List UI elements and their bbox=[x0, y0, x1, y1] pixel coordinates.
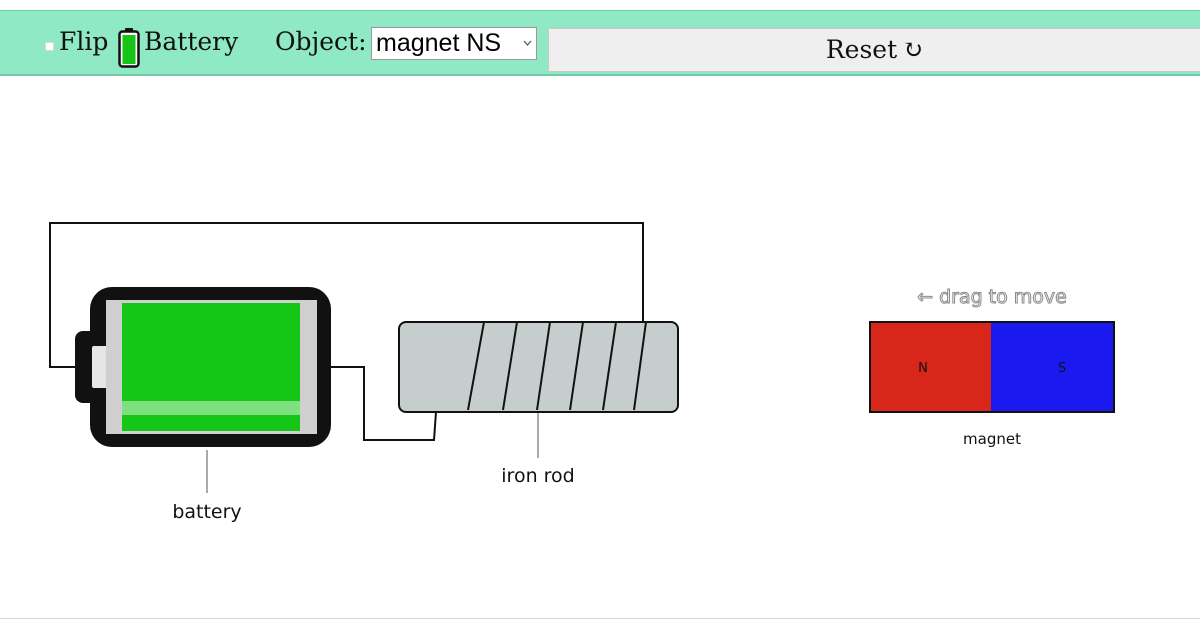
magnet-north-label: N bbox=[918, 361, 928, 376]
object-select-value: magnet NS bbox=[376, 29, 502, 57]
magnet-south-label: S bbox=[1058, 361, 1066, 376]
bottom-divider bbox=[0, 618, 1200, 619]
magnet[interactable]: N S bbox=[869, 321, 1115, 413]
flip-checkbox[interactable] bbox=[45, 42, 54, 51]
battery-icon bbox=[118, 28, 140, 68]
object-select[interactable]: magnet NS bbox=[371, 27, 537, 60]
wire-bottom bbox=[330, 366, 437, 441]
magnet-label: magnet bbox=[963, 430, 1021, 448]
reset-icon: ↻ bbox=[902, 35, 924, 64]
rod-label: iron rod bbox=[501, 465, 574, 487]
chevron-down-icon bbox=[523, 40, 532, 46]
battery-label: battery bbox=[172, 501, 241, 523]
iron-rod[interactable] bbox=[398, 321, 679, 413]
reset-button[interactable]: Reset ↻ bbox=[548, 28, 1200, 72]
reset-label: Reset bbox=[825, 35, 898, 64]
toolbar: Flip Battery Object: magnet NS Reset ↻ bbox=[0, 10, 1200, 76]
wire-top bbox=[49, 222, 644, 368]
object-label: Object: bbox=[275, 27, 367, 56]
flip-label[interactable]: Flip bbox=[59, 27, 109, 56]
battery-toggle-label[interactable]: Battery bbox=[144, 27, 239, 56]
drag-hint: ← drag to move bbox=[917, 286, 1067, 308]
battery[interactable] bbox=[75, 287, 331, 447]
